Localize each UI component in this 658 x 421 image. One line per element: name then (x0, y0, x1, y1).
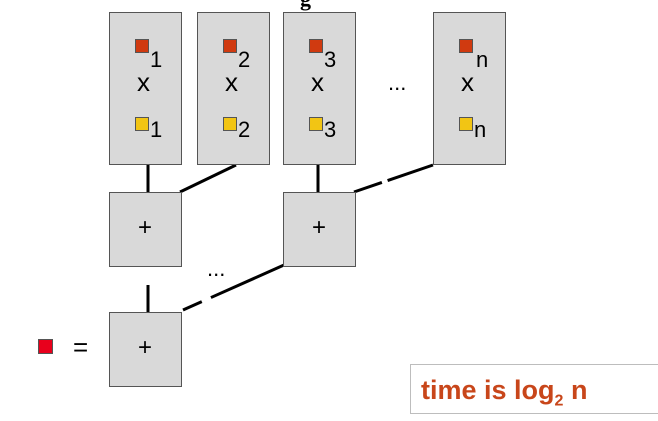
multiply-operator: x (137, 67, 150, 97)
multiply-box-1: 1 x 1 (109, 12, 182, 165)
connector-m2-a1 (179, 163, 237, 194)
operand-a-index: 1 (150, 47, 163, 72)
operand-b-index: 1 (150, 117, 163, 142)
multiply-box-n: n x n (433, 12, 506, 165)
connector-mn-a2 (353, 163, 434, 194)
add-box-level1-right: + (283, 192, 356, 267)
yellow-square-icon (459, 117, 473, 131)
timing-suffix: n (563, 375, 588, 405)
result-red-square-icon (38, 339, 53, 354)
clipped-heading-fragment: g (300, 0, 311, 12)
red-square-icon (459, 39, 473, 53)
add-operator: + (312, 214, 327, 241)
operand-a-index: 3 (324, 47, 337, 72)
timing-log-base: 2 (554, 392, 564, 410)
add-operator: + (138, 214, 153, 241)
multiply-operator: x (311, 67, 324, 97)
multiply-operator: x (461, 67, 474, 97)
operand-a-index: n (476, 47, 489, 72)
add-box-root: + (109, 312, 182, 387)
ellipsis-middle: ... (207, 256, 226, 281)
connector-a2-a3 (182, 263, 285, 312)
red-square-icon (309, 39, 323, 53)
multiply-box-2: 2 x 2 (197, 12, 270, 165)
operand-b-index: 2 (238, 117, 251, 142)
operand-b-index: n (474, 117, 487, 142)
yellow-square-icon (223, 117, 237, 131)
add-operator: + (138, 334, 153, 361)
result-equals-sign: = (73, 332, 89, 362)
multiply-box-3: 3 x 3 (283, 12, 356, 165)
yellow-square-icon (309, 117, 323, 131)
timing-text: time is log2 n (421, 375, 587, 410)
yellow-square-icon (135, 117, 149, 131)
operand-a-index: 2 (238, 47, 251, 72)
timing-prefix: time is log (421, 375, 555, 405)
add-box-level1-left: + (109, 192, 182, 267)
multiply-operator: x (225, 67, 238, 97)
operand-b-index: 3 (324, 117, 337, 142)
timing-callout: time is log2 n (410, 364, 658, 414)
red-square-icon (223, 39, 237, 53)
red-square-icon (135, 39, 149, 53)
ellipsis-top: ... (388, 70, 407, 95)
